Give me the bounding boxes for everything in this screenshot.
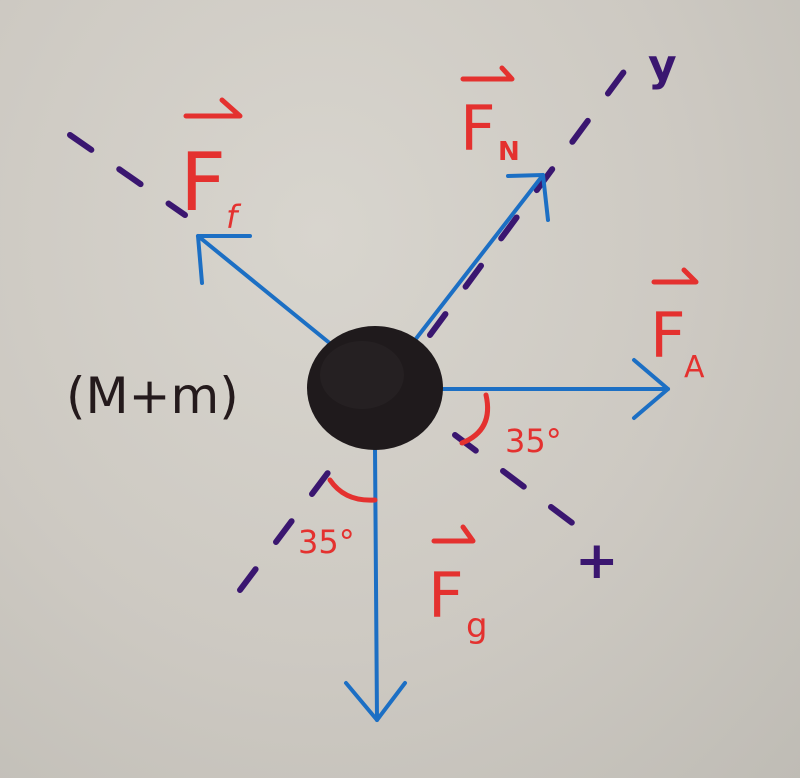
applied-force-symbol: F bbox=[650, 299, 686, 372]
y-axis bbox=[237, 47, 643, 593]
angle-arc-gravity bbox=[327, 477, 378, 503]
gravity-force-arrow bbox=[344, 446, 407, 722]
normal-force-subscript: N bbox=[498, 137, 520, 167]
mass-label: (M+m) bbox=[66, 367, 239, 425]
friction-force-arrow bbox=[196, 234, 334, 347]
applied-force-subscript: A bbox=[684, 350, 705, 385]
gravity-force-subscript: g bbox=[466, 606, 488, 646]
x-axis bbox=[67, 132, 578, 528]
mass-body bbox=[307, 326, 443, 450]
x-axis-plus-label: + bbox=[575, 531, 619, 591]
friction-force-subscript: f bbox=[226, 198, 242, 236]
friction-force-label: F f bbox=[180, 97, 243, 236]
applied-force-label: F A bbox=[650, 267, 705, 385]
gravity-force-symbol: F bbox=[428, 559, 464, 632]
normal-force-symbol: F bbox=[460, 92, 496, 165]
y-axis-label: y bbox=[648, 40, 677, 91]
friction-force-symbol: F bbox=[180, 136, 226, 229]
gravity-force-label: F g bbox=[428, 524, 488, 646]
normal-force-arrow bbox=[413, 173, 550, 342]
angle-label-applied: 35° bbox=[505, 422, 562, 460]
applied-force-arrow bbox=[438, 358, 670, 420]
angle-arc-applied bbox=[459, 392, 491, 446]
normal-force-label: F N bbox=[460, 65, 520, 167]
angle-label-gravity: 35° bbox=[298, 523, 355, 561]
